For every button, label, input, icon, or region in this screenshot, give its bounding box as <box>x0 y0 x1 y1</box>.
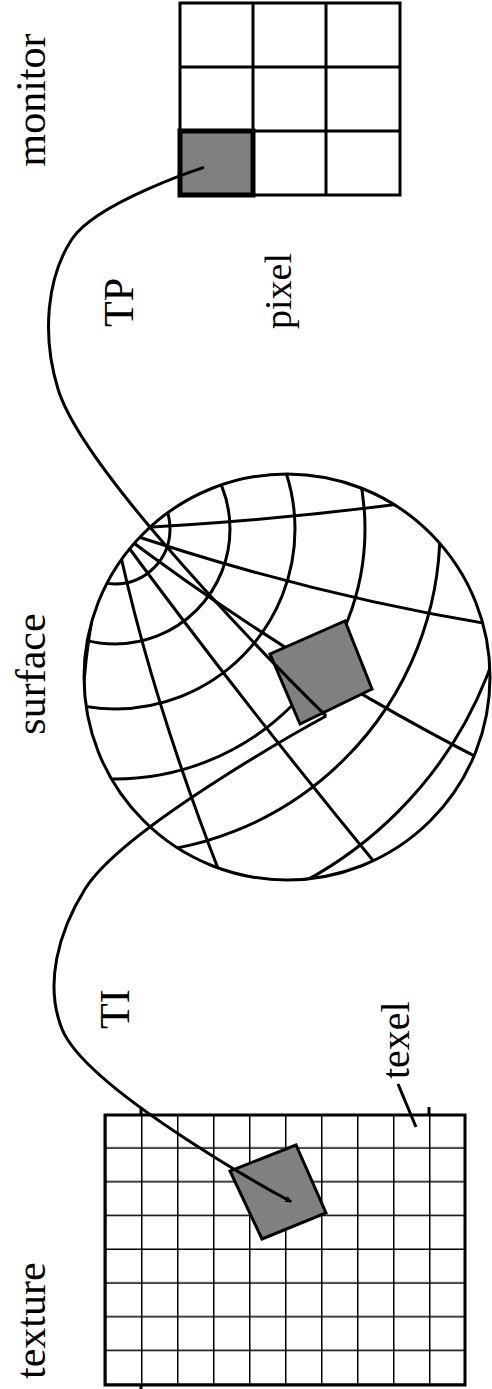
figure-heading: surface <box>8 464 54 884</box>
mapping-arrow <box>54 716 326 1202</box>
surface-patch <box>270 621 372 724</box>
surface-sphere <box>0 129 492 929</box>
texel-patch <box>230 1145 326 1239</box>
leader-line <box>398 1084 416 1127</box>
texture-grid <box>105 1084 465 1389</box>
monitor-grid <box>180 3 400 195</box>
figure-heading: monitor <box>8 1 54 199</box>
texel-label: texel <box>374 1001 418 1079</box>
pixel-label: pixel <box>258 253 300 329</box>
figure-heading: texture <box>8 1105 54 1385</box>
transform-label: TI <box>92 989 138 1029</box>
mapping-arrow <box>49 167 327 716</box>
transform-label: TP <box>96 278 142 327</box>
figure-group: texture <box>8 1105 470 1385</box>
figure-group: monitor <box>8 1 400 199</box>
figure-group: surface <box>8 464 490 884</box>
